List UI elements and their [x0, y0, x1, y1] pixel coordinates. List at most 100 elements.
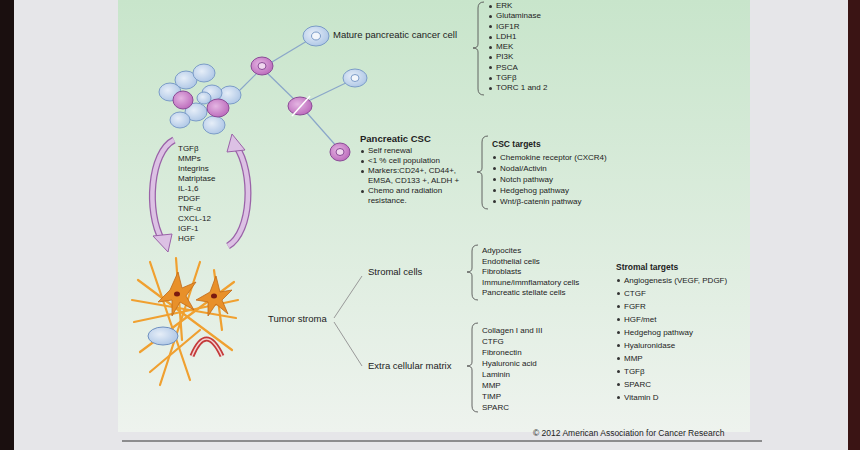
bullet-dot [489, 36, 492, 39]
component-item: Adypocites [482, 246, 521, 257]
property-item: Markers:CD24+, CD44+, EMSA, CD133 +, ALD… [360, 166, 472, 186]
bullet-dot [617, 305, 620, 308]
cell-lineage-lines [238, 38, 352, 148]
bullet-dot [617, 292, 620, 295]
target-item: Hyaluronidase [616, 339, 675, 352]
factor-item: Matriptase [178, 174, 215, 184]
factor-item: MMPs [178, 154, 201, 164]
bullet-dot [361, 160, 364, 163]
bullet-dot [489, 5, 492, 8]
cell-label: Pancreatic CSC [360, 133, 431, 145]
green-panel [118, 0, 750, 432]
target-item: TORC 1 and 2 [488, 83, 547, 93]
target-item: IGF1R [488, 22, 520, 32]
bullet-dot [489, 77, 492, 80]
target-item: MMP [616, 352, 643, 365]
target-item: PI3K [488, 52, 513, 62]
component-item: Laminin [482, 369, 510, 380]
target-item: Hedgehog pathway [616, 326, 693, 339]
factor-item: CXCL-12 [178, 214, 211, 224]
bullet-dot [493, 189, 496, 192]
target-item: PSCA [488, 63, 518, 73]
component-item: CTFG [482, 336, 504, 347]
tumor-stroma-drawing [132, 258, 238, 385]
list-heading: Stromal targets [616, 262, 678, 273]
bullet-dot [493, 156, 496, 159]
component-item: SPARC [482, 402, 509, 413]
factor-item: TNF-α [178, 204, 201, 214]
bullet-dot [493, 178, 496, 181]
component-item: TIMP [482, 391, 501, 402]
factor-item: HGF [178, 234, 195, 244]
bullet-dot [617, 396, 620, 399]
factor-item: PDGF [178, 194, 200, 204]
bullet-dot [489, 56, 492, 59]
property-item: <1 % cell population [360, 156, 472, 166]
target-item: SPARC [616, 378, 651, 391]
bullet-dot [361, 170, 364, 173]
property-item: Chemo and radiation resistance. [360, 186, 472, 206]
target-item: Vitamin D [616, 391, 659, 404]
target-item: Hedgehog pathway [492, 185, 569, 196]
target-item: LDH1 [488, 32, 516, 42]
bullet-dot [617, 370, 620, 373]
bullet-dot [617, 331, 620, 334]
component-item: Fibronectin [482, 347, 522, 358]
stroma-label: Tumor stroma [268, 313, 327, 325]
target-item: CTGF [616, 287, 646, 300]
component-item: Pancreatic stellate cells [482, 288, 566, 299]
copyright-note: © 2012 American Association for Cancer R… [533, 428, 724, 439]
bullet-dot [617, 383, 620, 386]
slide-ground [14, 0, 848, 450]
target-item: Wnt/β-catenin pathway [492, 196, 582, 207]
footer-rule [122, 441, 762, 442]
factor-item: IL-1,6 [178, 184, 198, 194]
component-item: Hyaluronic acid [482, 358, 537, 369]
target-item: Glutaminase [488, 11, 541, 21]
component-item: Collagen I and III [482, 325, 542, 336]
bullet-dot [493, 200, 496, 203]
target-item: Notch pathway [492, 174, 553, 185]
component-item: MMP [482, 380, 501, 391]
cancer-cell-cluster [159, 64, 241, 134]
factor-item: IGF-1 [178, 224, 198, 234]
bullet-dot [617, 357, 620, 360]
bullet-dot [489, 15, 492, 18]
target-item: Nodal/Activin [492, 163, 547, 174]
lineage-cells [251, 26, 367, 161]
bullet-dot [617, 279, 620, 282]
signal-arrows [152, 134, 248, 252]
list-heading: CSC targets [492, 139, 541, 150]
component-item: Immune/immflamatory cells [482, 278, 579, 289]
bullet-dot [489, 66, 492, 69]
bullet-dot [361, 190, 364, 193]
target-item: TGFβ [616, 365, 645, 378]
bullet-dot [489, 46, 492, 49]
bullet-dot [617, 318, 620, 321]
target-item: Angiogenesis (VEGF, PDGF) [616, 274, 727, 287]
cell-label: Mature pancreatic cancer cell [333, 29, 457, 41]
property-item: Self renewal [360, 146, 472, 156]
factor-item: Integrins [178, 164, 209, 174]
target-item: Chemokine receptor (CXCR4) [492, 152, 607, 163]
factor-item: TGFβ [178, 144, 199, 154]
component-item: Endothelial cells [482, 257, 540, 268]
bullet-dot [493, 167, 496, 170]
target-item: MEK [488, 42, 513, 52]
stroma-label: Stromal cells [368, 266, 422, 278]
bullet-dot [617, 344, 620, 347]
bullet-dot [489, 25, 492, 28]
branch-lines [334, 276, 362, 366]
bullet-dot [489, 87, 492, 90]
target-item: FGFR [616, 300, 646, 313]
bullet-dot [361, 150, 364, 153]
stroma-label: Extra cellular matrix [368, 360, 451, 372]
target-item: HGF/met [616, 313, 656, 326]
target-item: TGFβ [488, 73, 517, 83]
photo-surround [848, 0, 860, 450]
target-item: ERK [488, 1, 512, 11]
component-item: Fibroblasts [482, 267, 521, 278]
